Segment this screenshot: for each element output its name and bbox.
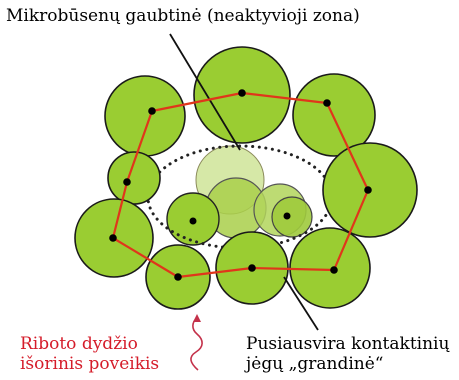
force-chain-label-line2: jėgų „grandinė“ <box>246 354 384 374</box>
external-force-label-line2: išorinis poveikis <box>20 354 160 374</box>
contact-node <box>330 266 338 274</box>
hull-label: Mikrobūsenų gaubtinė (neaktyvioji zona) <box>6 6 360 26</box>
hull-pointer-line <box>169 33 241 151</box>
external-force-label-line1: Riboto dydžio <box>20 334 138 354</box>
force-chain-line <box>111 91 370 279</box>
force-chain-label-line1: Pusiausvira kontaktinių <box>246 334 450 354</box>
outer-particles <box>74 46 418 310</box>
wavy-arrow-icon <box>190 314 203 371</box>
inner-particles <box>166 145 313 246</box>
contact-node <box>148 107 156 115</box>
contact-node <box>364 186 372 194</box>
contact-node <box>109 234 117 242</box>
contact-node <box>238 89 246 97</box>
inner-particle <box>271 196 313 238</box>
particle <box>292 73 376 157</box>
external-force-label: Riboto dydžio išorinis poveikis <box>20 334 159 374</box>
chain-nodes <box>109 89 372 281</box>
contact-node <box>189 217 197 225</box>
force-chain-label: Pusiausvira kontaktinių jėgų „grandinė“ <box>246 334 449 374</box>
contact-node <box>248 264 256 272</box>
contact-node <box>123 178 131 186</box>
particle <box>104 75 186 157</box>
contact-node <box>323 99 331 107</box>
contact-node <box>174 273 182 281</box>
particle <box>289 227 371 309</box>
contact-node <box>283 212 291 220</box>
chain-pointer-line <box>283 276 319 331</box>
